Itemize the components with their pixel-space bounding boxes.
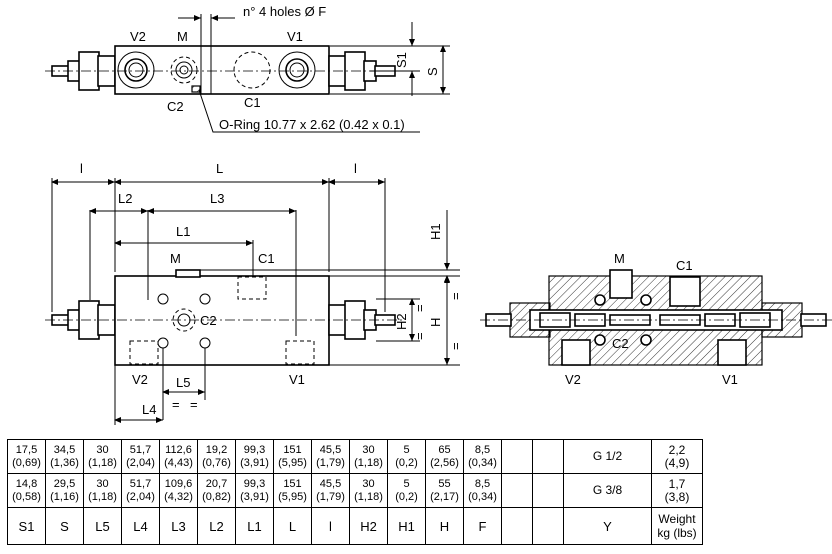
dim-l-right: l — [354, 161, 357, 176]
cell-s1: 14,8(0,58) — [7, 473, 46, 508]
cell-l5: 30(1,18) — [83, 473, 122, 508]
front-c1-label: C1 — [258, 251, 275, 266]
header-h: H — [425, 507, 464, 545]
table-row: 17,5(0,69) 34,5(1,36) 30(1,18) 51,7(2,04… — [7, 439, 703, 474]
cell-l3: 109,6(4,32) — [159, 473, 198, 508]
cell-l: 45,5(1,79) — [311, 439, 350, 474]
sec-v1-label: V1 — [722, 372, 738, 387]
cell-thread: G 3/8 — [563, 473, 652, 508]
table-header-row: S1 S L5 L4 L3 L2 L1 L l H2 H1 H F Y Weig… — [7, 507, 703, 545]
header-empty — [532, 507, 564, 545]
cell-l: 45,5(1,79) — [311, 473, 350, 508]
header-h1: H1 — [387, 507, 426, 545]
cell-s1: 17,5(0,69) — [7, 439, 46, 474]
sec-m-label: M — [614, 251, 625, 266]
top-view-body — [114, 45, 330, 95]
cell-l1: 99,3(3,91) — [235, 473, 274, 508]
dim-H1: H1 — [428, 223, 443, 240]
top-c2-label: C2 — [167, 99, 184, 114]
technical-drawing: n° 4 holes Ø F V2 M V1 C2 C1 O-Ring 10.7… — [45, 4, 832, 425]
table-row: 14,8(0,58) 29,5(1,16) 30(1,18) 51,7(2,04… — [7, 473, 703, 508]
cell-thread: G 1/2 — [563, 439, 652, 474]
dim-l-left: l — [80, 161, 83, 176]
top-c1-label: C1 — [244, 95, 261, 110]
dim-eq-h-a: = — [448, 292, 463, 300]
cell-l3: 112,6(4,43) — [159, 439, 198, 474]
sec-c1-label: C1 — [676, 258, 693, 273]
cell-h: 65(2,56) — [425, 439, 464, 474]
top-m-label: M — [177, 29, 188, 44]
dim-eq-l5-b: = — [190, 397, 198, 412]
front-c2-label: C2 — [200, 313, 217, 328]
dim-eq-h2-b: = — [412, 332, 427, 340]
cell-empty — [532, 439, 564, 474]
cell-s: 34,5(1,36) — [45, 439, 84, 474]
holes-label: n° 4 holes Ø F — [243, 4, 326, 19]
cell-weight: 2,2(4,9) — [651, 439, 703, 474]
cell-h1: 5(0,2) — [387, 473, 426, 508]
cell-f: 8,5(0,34) — [463, 473, 502, 508]
front-m-label: M — [170, 251, 181, 266]
top-view — [45, 14, 450, 133]
cell-empty — [501, 439, 533, 474]
header-thread: Y — [563, 507, 652, 545]
sec-v2-label: V2 — [565, 372, 581, 387]
header-L: L — [273, 507, 312, 545]
header-l1: L1 — [235, 507, 274, 545]
dim-L2: L2 — [118, 191, 132, 206]
front-view — [45, 178, 460, 425]
dim-H2: H2 — [394, 313, 409, 330]
dim-L5: L5 — [176, 375, 190, 390]
header-s: S — [45, 507, 84, 545]
cell-l2: 20,7(0,82) — [197, 473, 236, 508]
front-view-body — [114, 275, 330, 366]
header-l3: L3 — [159, 507, 198, 545]
top-v2-label: V2 — [130, 29, 146, 44]
header-empty — [501, 507, 533, 545]
dim-L1: L1 — [176, 224, 190, 239]
dim-eq-h2-a: = — [412, 304, 427, 312]
dim-L3: L3 — [210, 191, 224, 206]
cell-empty — [532, 473, 564, 508]
specification-table: 17,5(0,69) 34,5(1,36) 30(1,18) 51,7(2,04… — [7, 439, 703, 545]
cell-weight: 1,7(3,8) — [651, 473, 703, 508]
cell-h2: 30(1,18) — [349, 473, 388, 508]
header-l4: L4 — [121, 507, 160, 545]
cell-s: 29,5(1,16) — [45, 473, 84, 508]
header-l: l — [311, 507, 350, 545]
dim-eq-h-b: = — [448, 342, 463, 350]
cell-h1: 5(0,2) — [387, 439, 426, 474]
cell-L: 151(5,95) — [273, 439, 312, 474]
cell-f: 8,5(0,34) — [463, 439, 502, 474]
cell-l4: 51,7(2,04) — [121, 473, 160, 508]
dim-H: H — [428, 318, 443, 327]
cell-L: 151(5,95) — [273, 473, 312, 508]
cell-h: 55(2,17) — [425, 473, 464, 508]
section-view — [480, 269, 832, 366]
top-s1-label: S1 — [394, 52, 409, 68]
front-v1-label: V1 — [289, 372, 305, 387]
sec-c2-label: C2 — [612, 336, 629, 351]
oring-label: O-Ring 10.77 x 2.62 (0.42 x 0.1) — [219, 117, 405, 132]
header-l2: L2 — [197, 507, 236, 545]
cell-l2: 19,2(0,76) — [197, 439, 236, 474]
front-v2-label: V2 — [132, 372, 148, 387]
header-f: F — [463, 507, 502, 545]
dim-eq-l5-a: = — [172, 397, 180, 412]
header-l5: L5 — [83, 507, 122, 545]
cell-l4: 51,7(2,04) — [121, 439, 160, 474]
dim-L4: L4 — [142, 402, 156, 417]
dim-L: L — [216, 161, 223, 176]
header-h2: H2 — [349, 507, 388, 545]
cell-l5: 30(1,18) — [83, 439, 122, 474]
top-v1-label: V1 — [287, 29, 303, 44]
cell-empty — [501, 473, 533, 508]
top-s-label: S — [425, 67, 440, 76]
cell-h2: 30(1,18) — [349, 439, 388, 474]
cell-l1: 99,3(3,91) — [235, 439, 274, 474]
header-s1: S1 — [7, 507, 46, 545]
